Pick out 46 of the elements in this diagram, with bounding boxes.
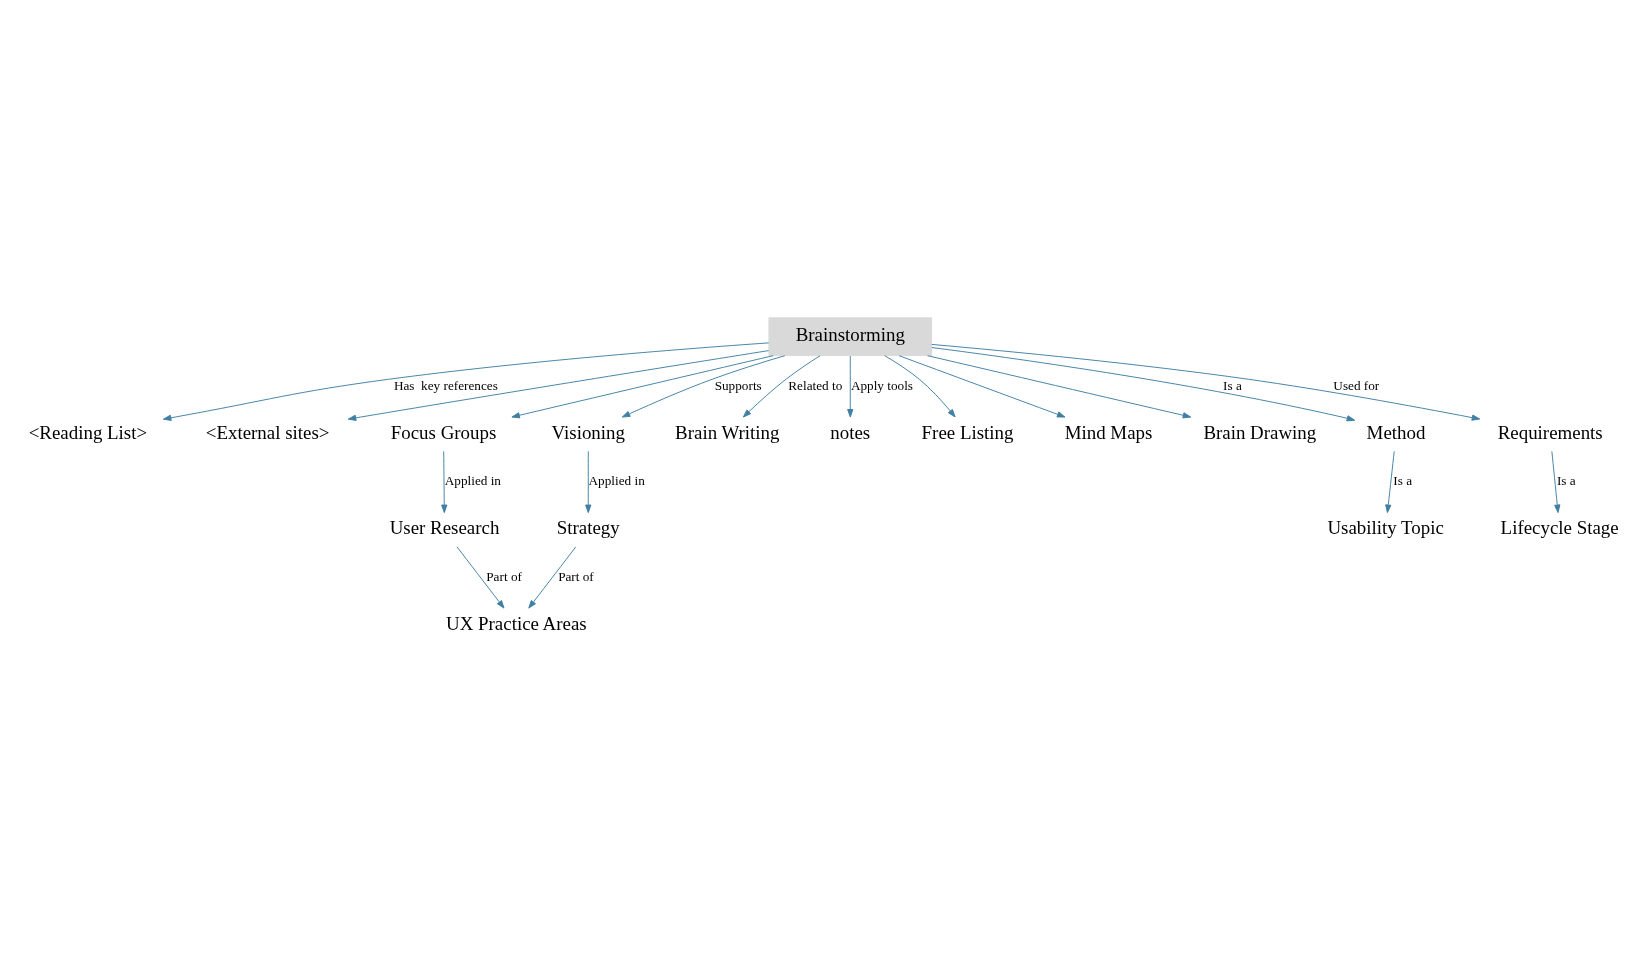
- arrow: [1385, 450, 1395, 514]
- arrow: [847, 355, 854, 418]
- arrow: [742, 355, 821, 418]
- node-text: Free Listing: [921, 421, 1014, 443]
- node-text: Mind Maps: [1064, 421, 1153, 443]
- arrow: [347, 350, 770, 421]
- node-text: Lifecycle Stage: [1500, 517, 1619, 539]
- arrow: [931, 347, 1356, 422]
- edge-label: Part of: [558, 568, 594, 584]
- arrow: [884, 355, 956, 418]
- edge-label: Applied in: [588, 473, 645, 489]
- edge-label: Used for: [1333, 377, 1380, 393]
- edge-label: Applied in: [444, 473, 501, 489]
- node-text: Focus Groups: [390, 421, 497, 443]
- arrow: [621, 355, 786, 418]
- node-text: Usability Topic: [1327, 517, 1444, 539]
- edge-label: Is a: [1223, 377, 1242, 393]
- node-text: Visioning: [551, 421, 625, 443]
- arrow: [898, 355, 1066, 418]
- node-text: <Reading List>: [28, 421, 148, 443]
- arrow: [441, 450, 448, 514]
- edge-label: Apply tools: [850, 377, 914, 393]
- arrow: [511, 355, 774, 419]
- edge-label: Part of: [486, 568, 522, 584]
- edge-label: Has key references: [393, 377, 498, 393]
- node-text: Brain Writing: [675, 421, 780, 443]
- arrow: [927, 355, 1192, 419]
- node-box: Brainstorming: [768, 317, 933, 357]
- edge-label: Is a: [1556, 473, 1576, 489]
- node-text: <External sites>: [205, 421, 330, 443]
- node-text: notes: [830, 421, 871, 443]
- node-text: Brain Drawing: [1203, 421, 1317, 443]
- arrow: [528, 546, 577, 609]
- node-text: User Research: [389, 517, 500, 539]
- node-text: Method: [1366, 421, 1426, 443]
- edge-label: Supports: [714, 377, 762, 393]
- node-text: UX Practice Areas: [446, 612, 587, 634]
- arrow: [585, 450, 592, 514]
- arrow: [931, 343, 1481, 421]
- arrow: [456, 546, 505, 609]
- edge-label: Is a: [1393, 473, 1413, 489]
- edge-label: Related to: [788, 377, 843, 393]
- arrow: [162, 342, 770, 421]
- node-text: Strategy: [556, 517, 620, 539]
- node-text: Requirements: [1497, 421, 1603, 443]
- arrow: [1551, 450, 1561, 514]
